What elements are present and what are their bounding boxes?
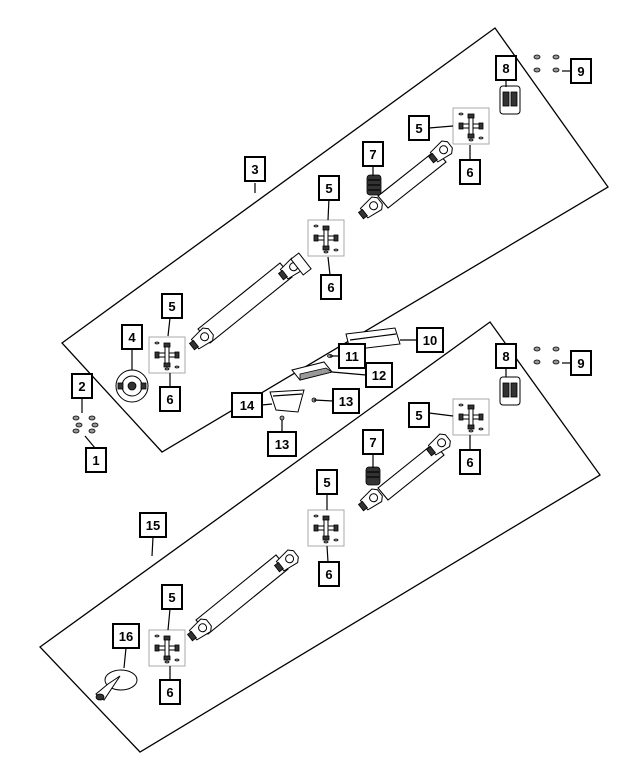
bolts-lower-icon	[533, 346, 560, 365]
upper-rear-shaft-tube	[186, 252, 312, 354]
svg-text:9: 9	[577, 64, 584, 79]
upper-front-shaft-tube	[355, 138, 456, 223]
svg-text:1: 1	[92, 453, 99, 468]
slip-yoke-icon	[95, 669, 138, 701]
svg-text:9: 9	[577, 356, 584, 371]
callout-6-upper-center: 6	[320, 274, 342, 300]
callout-14: 14	[231, 392, 263, 418]
callout-6-lower-rear: 6	[159, 679, 181, 705]
svg-text:6: 6	[327, 280, 334, 295]
svg-text:5: 5	[415, 408, 422, 423]
callout-3: 3	[244, 156, 266, 182]
callout-2: 2	[71, 373, 93, 399]
lower-rear-shaft-tube	[184, 547, 302, 645]
shield-bracket-icon	[269, 389, 305, 413]
svg-text:14: 14	[240, 398, 255, 413]
screw-b-icon	[279, 415, 285, 421]
lower-assembly-frame	[39, 321, 601, 753]
svg-text:8: 8	[502, 349, 509, 364]
svg-text:6: 6	[166, 685, 173, 700]
callout-16: 16	[112, 623, 140, 649]
svg-text:12: 12	[372, 368, 386, 383]
center-bearing-lower-icon	[499, 376, 521, 406]
callout-6-upper-rear: 6	[159, 386, 181, 412]
ujoint-kit-upper-front	[452, 107, 490, 145]
callout-6-lower-front: 6	[459, 449, 481, 475]
callout-5-upper-front: 5	[408, 115, 430, 141]
bolts-upper-icon	[533, 54, 560, 73]
svg-text:6: 6	[466, 455, 473, 470]
svg-text:13: 13	[339, 394, 353, 409]
callout-13-right: 13	[332, 388, 360, 414]
ujoint-kit-upper-center	[307, 219, 345, 257]
svg-text:5: 5	[325, 181, 332, 196]
flange-coupler-icon	[115, 369, 149, 403]
ujoint-kit-lower-center	[307, 509, 345, 547]
ujoint-kit-lower-front	[452, 398, 490, 436]
leader-lines	[81, 70, 571, 680]
svg-text:5: 5	[415, 121, 422, 136]
callout-9-upper: 9	[570, 58, 592, 84]
callout-5-upper-center: 5	[318, 175, 340, 201]
callout-13-bottom: 13	[267, 431, 297, 457]
callout-6-upper-front: 6	[459, 159, 481, 185]
svg-text:7: 7	[369, 147, 376, 162]
boot-upper-icon	[366, 174, 382, 196]
svg-text:7: 7	[369, 435, 376, 450]
callout-7-lower: 7	[362, 429, 384, 455]
boot-lower-icon	[365, 466, 381, 486]
svg-text:13: 13	[275, 437, 289, 452]
center-bearing-upper-icon	[499, 85, 521, 115]
svg-text:8: 8	[502, 61, 509, 76]
callout-5-lower-front: 5	[408, 402, 430, 428]
svg-text:10: 10	[423, 333, 437, 348]
callout-12: 12	[365, 362, 393, 388]
callout-5-lower-center: 5	[316, 469, 338, 495]
callout-5-upper-rear: 5	[161, 293, 183, 319]
ujoint-kit-upper-rear	[148, 336, 186, 374]
svg-text:11: 11	[345, 349, 359, 364]
svg-text:6: 6	[325, 567, 332, 582]
svg-text:6: 6	[466, 165, 473, 180]
svg-text:16: 16	[119, 629, 133, 644]
svg-text:15: 15	[146, 518, 160, 533]
callout-4: 4	[121, 324, 143, 350]
callout-6-lower-center: 6	[318, 561, 340, 587]
ujoint-kit-lower-rear	[148, 629, 186, 667]
callout-1: 1	[85, 447, 107, 473]
svg-text:4: 4	[128, 330, 136, 345]
hardware-nuts-icon	[72, 415, 99, 434]
callout-11: 11	[338, 343, 366, 369]
callout-5-lower-rear: 5	[161, 584, 183, 610]
upper-assembly-frame	[61, 27, 609, 453]
callout-15: 15	[139, 512, 167, 538]
callout-10: 10	[416, 327, 444, 353]
svg-text:2: 2	[78, 379, 85, 394]
svg-text:5: 5	[168, 299, 175, 314]
svg-text:3: 3	[251, 162, 258, 177]
bracket-plate-icon	[291, 361, 333, 381]
callout-9-lower: 9	[570, 350, 592, 376]
svg-text:5: 5	[323, 475, 330, 490]
svg-text:6: 6	[166, 392, 173, 407]
callout-7-upper: 7	[362, 141, 384, 167]
lower-front-shaft-tube	[355, 431, 454, 515]
callout-8-upper: 8	[495, 55, 517, 81]
callout-8-lower: 8	[495, 343, 517, 369]
svg-text:5: 5	[168, 590, 175, 605]
